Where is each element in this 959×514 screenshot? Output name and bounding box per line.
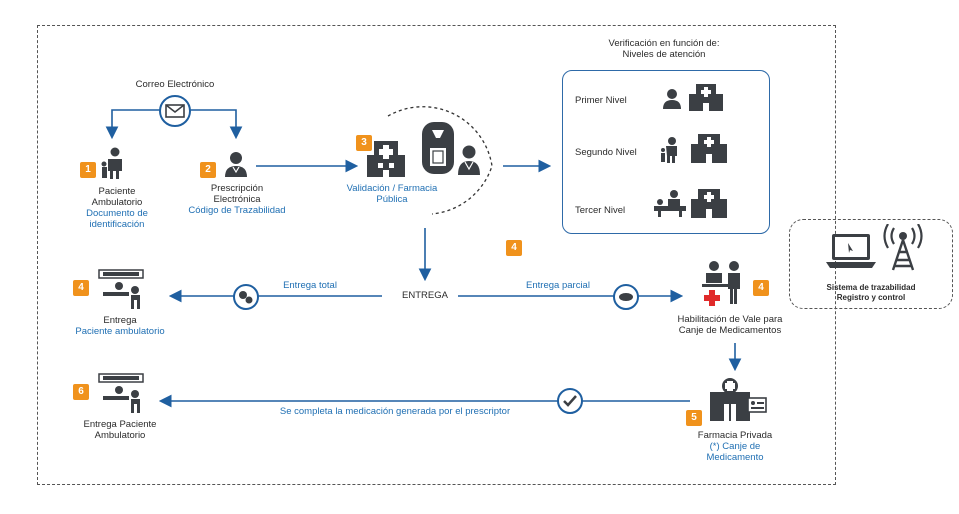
step-3-title: Validación / Farmacia Pública [346, 183, 438, 205]
pharmacist-icon [456, 144, 482, 181]
entrega-label: ENTREGA [402, 290, 448, 301]
step-2-badge: 2 [200, 162, 216, 178]
pharmacy-counter-icon-6 [97, 372, 145, 419]
scanner-icon [420, 120, 456, 181]
step-2-sub: Código de Trazabilidad [188, 205, 286, 216]
hospital-icon-level-3 [690, 187, 728, 224]
system-subtitle: Registro y control [836, 293, 906, 302]
pharmacist-counter-icon [700, 258, 748, 311]
step-4-right-badge: 4 [753, 280, 769, 296]
pills-icon-total [232, 283, 260, 316]
email-label: Correo Electrónico [135, 79, 215, 90]
step-4-floating-badge: 4 [506, 240, 522, 256]
antenna-icon [880, 223, 926, 277]
entrega-total-label: Entrega total [283, 280, 337, 291]
hospital-icon [366, 137, 406, 184]
step-1-title: Paciente Ambulatorio [91, 186, 143, 208]
doctor-icon-level-1 [662, 88, 682, 115]
level-1-label: Primer Nivel [575, 95, 627, 106]
system-title: Sistema de trazabilidad [826, 283, 916, 292]
hospital-icon-level-2 [690, 132, 728, 169]
complete-label: Se completa la medicación generada por e… [279, 406, 511, 417]
hospital-icon-level-1 [688, 82, 724, 117]
step-1-badge: 1 [80, 162, 96, 178]
email-icon [158, 94, 192, 133]
levels-heading: Verificación en función de: Niveles de a… [608, 38, 720, 60]
laptop-icon [826, 232, 876, 275]
step-4-right-title: Habilitación de Vale para Canje de Medic… [677, 314, 783, 336]
step-4-left-title: Entrega [103, 315, 137, 326]
level-2-label: Segundo Nivel [575, 147, 637, 158]
entrega-parcial-label: Entrega parcial [526, 280, 590, 291]
doctor-icon [223, 150, 249, 183]
step-4-left-badge: 4 [73, 280, 89, 296]
pharmacy-counter-icon [97, 268, 145, 315]
levels-box [562, 70, 770, 234]
red-cross-icon [704, 290, 720, 311]
step-5-sub: (*) Canje de Medicamento [706, 441, 764, 463]
step-1-sub: Documento de identificación [86, 208, 148, 230]
surgery-icon-level-3 [652, 188, 688, 223]
step-4-left-sub: Paciente ambulatorio [75, 326, 165, 337]
pill-icon-parcial [612, 283, 640, 316]
step-6-badge: 6 [73, 384, 89, 400]
step-3-badge: 3 [356, 135, 372, 151]
check-icon [556, 387, 584, 420]
level-3-label: Tercer Nivel [575, 205, 626, 216]
step-6-title: Entrega Paciente Ambulatorio [83, 419, 157, 441]
tracking-system-box [789, 219, 953, 309]
patient-icon-level-2 [660, 136, 680, 169]
patient-icon [100, 146, 126, 185]
private-pharmacy-icon [708, 378, 768, 427]
step-5-badge: 5 [686, 410, 702, 426]
step-2-title: Prescripción Electrónica [210, 183, 264, 205]
step-5-title: Farmacia Privada [697, 430, 773, 441]
